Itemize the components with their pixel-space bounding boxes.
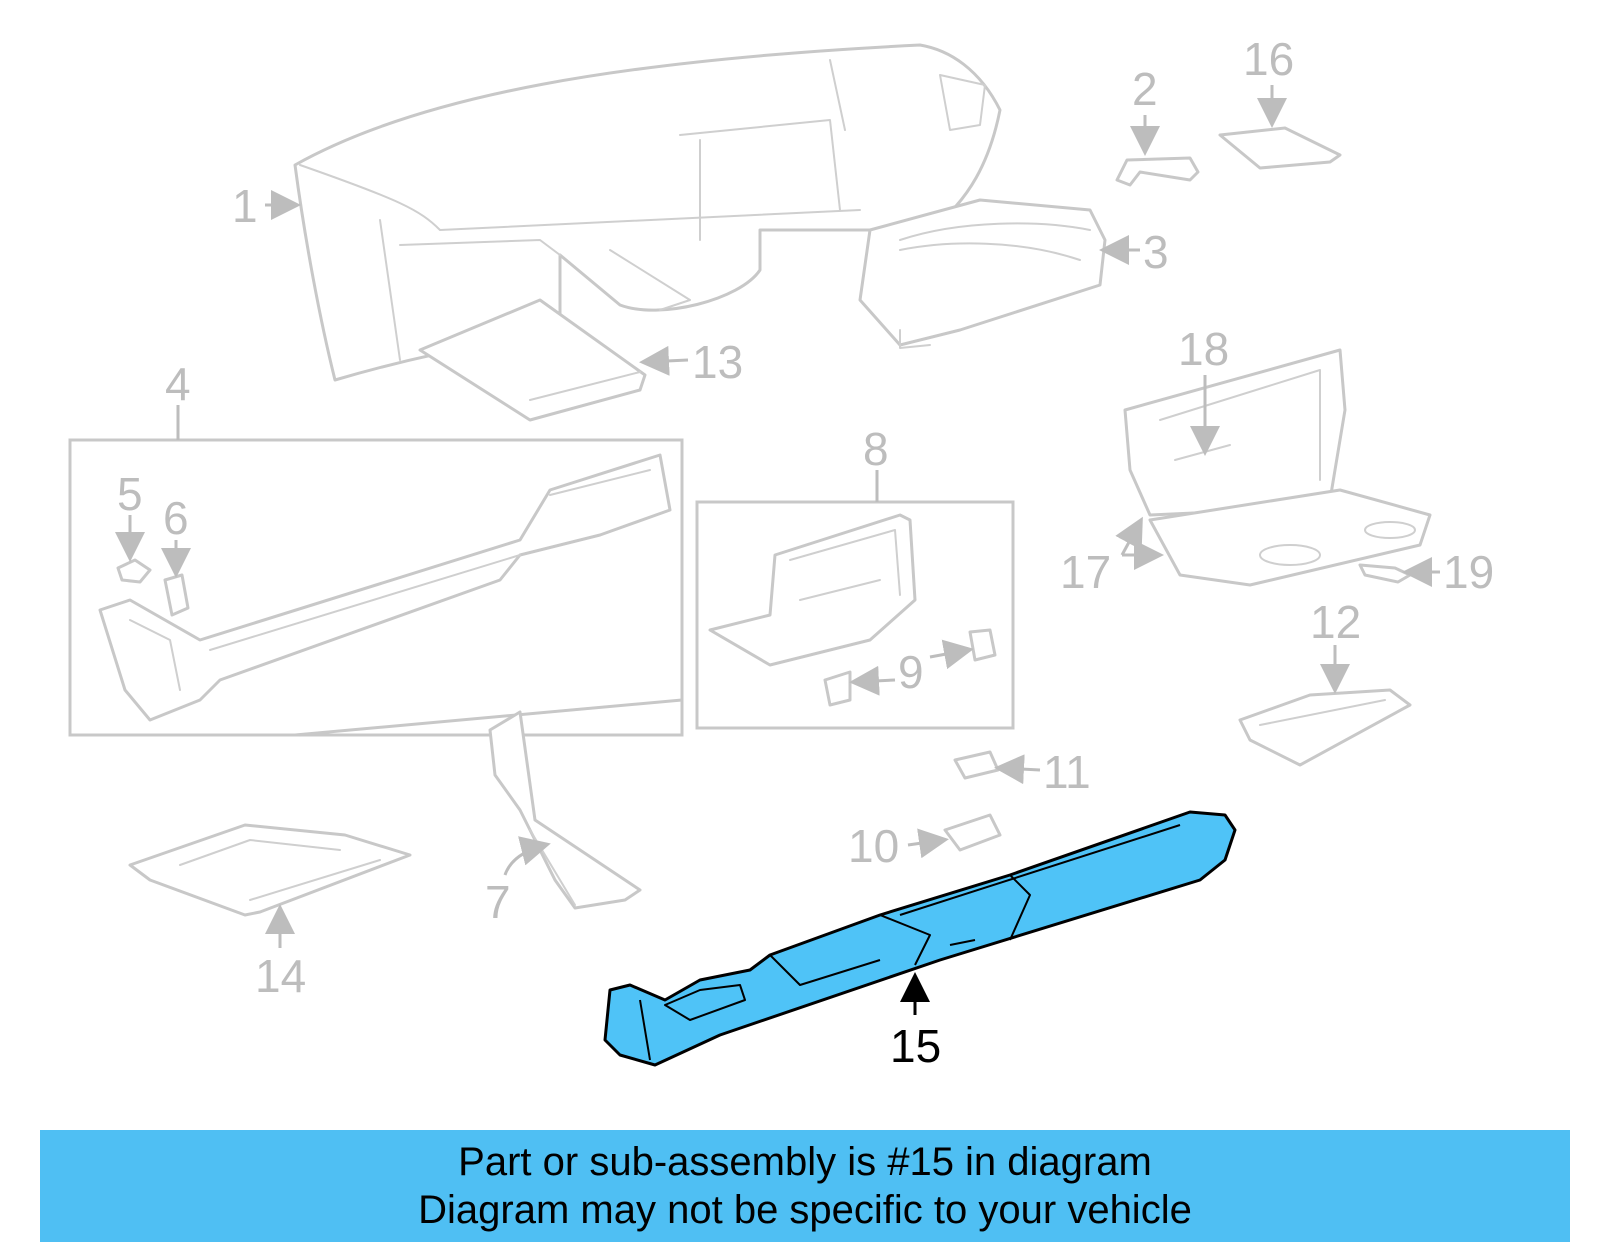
part-12-tray <box>1238 688 1412 767</box>
part-13-lower-panel <box>418 298 647 422</box>
callout-15: 15 <box>890 1020 941 1072</box>
callout-8: 8 <box>863 423 889 475</box>
part-2-handle <box>1115 156 1200 187</box>
part-8-glove-box-door <box>708 513 917 667</box>
callout-19: 19 <box>1443 546 1494 598</box>
part-3-cluster-bezel <box>858 198 1107 349</box>
info-banner: Part or sub-assembly is #15 in diagram D… <box>40 1130 1570 1242</box>
callout-13: 13 <box>692 336 743 388</box>
part-10-switch <box>943 813 1002 852</box>
callout-4: 4 <box>165 358 191 410</box>
parts-diagram: 1 2 16 3 13 4 5 6 8 9 18 17 19 12 11 10 … <box>68 33 1494 1072</box>
part-18-glove-box <box>1123 348 1347 517</box>
callout-7: 7 <box>485 876 511 928</box>
callout-17: 17 <box>1060 546 1111 598</box>
part-4-reinforcement-beam <box>98 453 672 722</box>
callout-labels: 1 2 16 3 13 4 5 6 8 9 18 17 19 12 11 10 … <box>117 33 1494 1072</box>
callout-18: 18 <box>1178 323 1229 375</box>
assembly-box-4 <box>68 438 684 737</box>
callout-9: 9 <box>898 646 924 698</box>
callout-12: 12 <box>1310 596 1361 648</box>
part-14-bracket <box>128 823 412 917</box>
callout-1: 1 <box>232 180 258 232</box>
callout-14: 14 <box>255 950 306 1002</box>
part-9-hinge-left <box>823 670 852 707</box>
part-16-cover <box>1218 126 1342 170</box>
part-15-highlighted-panel <box>603 810 1237 1067</box>
callout-11: 11 <box>1043 746 1091 798</box>
callout-3: 3 <box>1143 226 1169 278</box>
banner-line-1: Part or sub-assembly is #15 in diagram <box>458 1140 1152 1184</box>
callout-10: 10 <box>848 820 899 872</box>
part-19-fastener <box>1358 563 1412 584</box>
part-17-glove-box-liner <box>1148 488 1432 587</box>
callout-16: 16 <box>1243 33 1294 85</box>
part-7-side-panel <box>488 710 642 910</box>
callout-2: 2 <box>1132 63 1158 115</box>
callout-arrows <box>115 85 1440 1015</box>
callout-6: 6 <box>163 492 189 544</box>
assembly-box-8 <box>695 500 1015 730</box>
part-6-bracket <box>163 573 190 617</box>
part-11-switch <box>953 750 1000 780</box>
callout-5: 5 <box>117 468 143 520</box>
part-9-hinge-right <box>968 628 997 662</box>
part-5-clip <box>116 558 152 584</box>
banner-line-2: Diagram may not be specific to your vehi… <box>418 1188 1192 1232</box>
